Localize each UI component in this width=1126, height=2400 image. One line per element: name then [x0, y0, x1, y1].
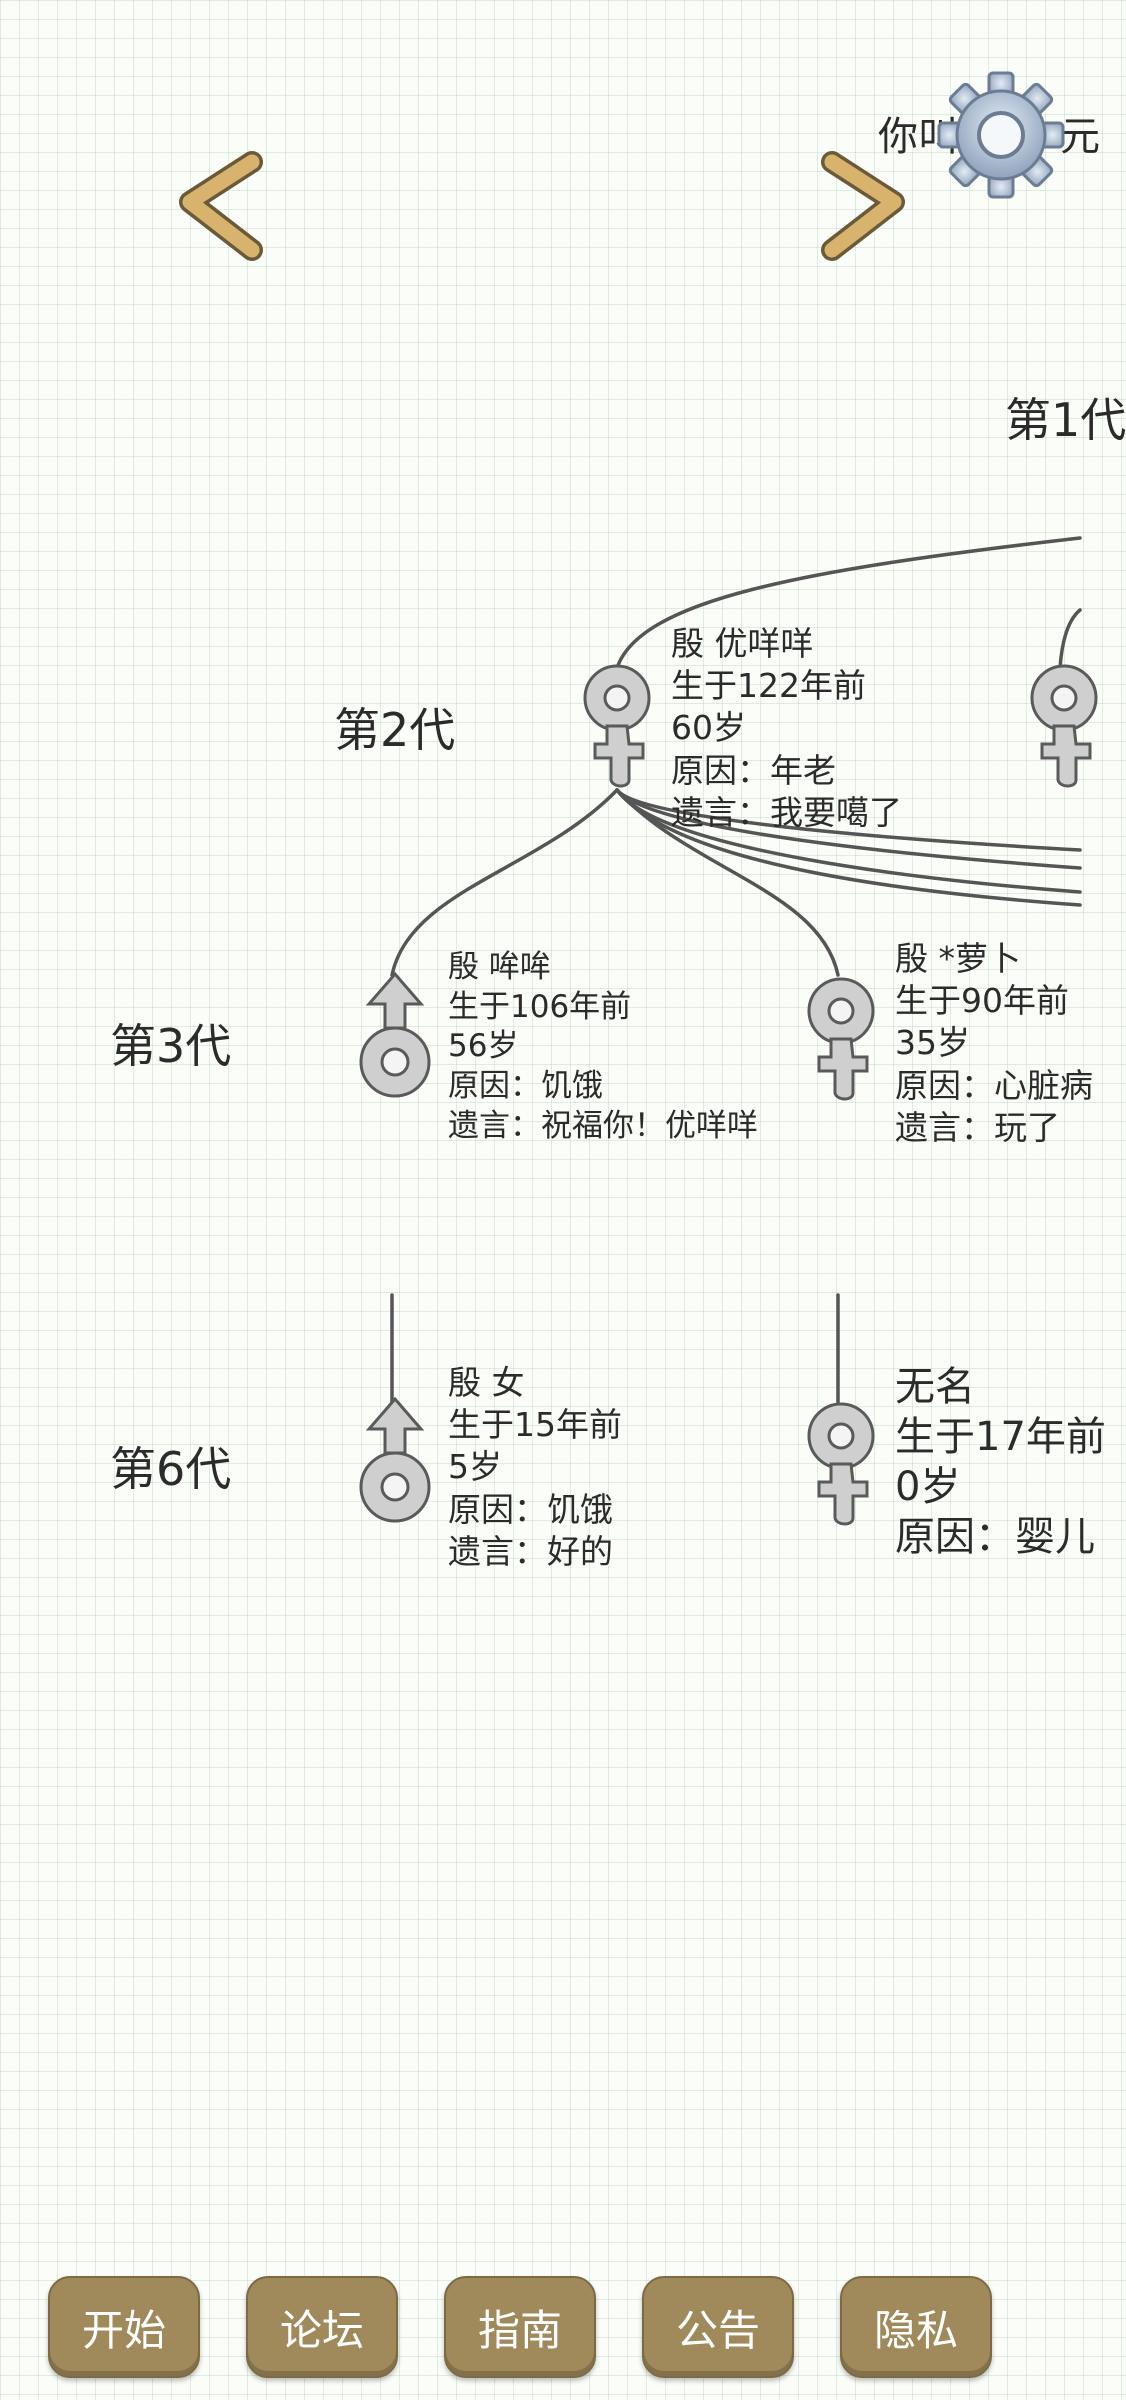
person-name: 殷 女	[448, 1363, 525, 1402]
person-info: 殷 女 生于15年前 5岁 原因：饥饿 遗言：好的	[448, 1362, 622, 1573]
person-born: 生于15年前	[448, 1405, 622, 1445]
bottom-nav: 开始 论坛 指南 公告 隐私	[0, 2270, 1080, 2380]
female-icon	[1030, 664, 1098, 788]
forum-button[interactable]: 论坛	[246, 2276, 398, 2378]
female-icon	[807, 1402, 875, 1526]
family-tree-links	[390, 536, 1082, 1407]
person-info: 殷 哞哞 生于106年前 56岁 原因：饥饿 遗言：祝福你！优咩咩	[448, 948, 758, 1146]
person-age: 5岁	[448, 1447, 502, 1487]
person-cause: 原因：婴儿	[895, 1514, 1095, 1560]
next-page-button[interactable]	[812, 150, 912, 261]
gear-icon	[937, 71, 1065, 199]
generation-label-2: 第2代	[334, 703, 456, 757]
person-age: 0岁	[895, 1464, 961, 1510]
female-person-node[interactable]	[801, 1400, 881, 1530]
guide-button[interactable]: 指南	[444, 2276, 596, 2378]
generation-label-1: 第1代	[1005, 393, 1126, 447]
person-age: 35岁	[895, 1023, 970, 1063]
generation-label-3: 第3代	[110, 1019, 232, 1073]
chevron-right-icon	[821, 151, 905, 261]
person-born: 生于90年前	[895, 981, 1069, 1021]
privacy-button[interactable]: 隐私	[840, 2276, 992, 2378]
chevron-left-icon	[179, 151, 263, 261]
person-cause: 原因：年老	[671, 750, 836, 790]
female-person-node[interactable]	[577, 662, 657, 792]
person-last-words: 遗言：祝福你！优咩咩	[448, 1107, 758, 1144]
person-name: 无名	[895, 1364, 975, 1410]
person-born: 生于122年前	[671, 666, 866, 706]
female-person-node[interactable]	[801, 975, 881, 1105]
person-age: 56岁	[448, 1028, 519, 1065]
person-age: 60岁	[671, 708, 746, 748]
male-icon	[359, 971, 431, 1098]
page-title-tail: 元	[1060, 114, 1100, 160]
female-person-node-partial[interactable]	[1024, 662, 1104, 792]
person-cause: 原因：饥饿	[448, 1489, 613, 1529]
person-born: 生于17年前	[895, 1414, 1106, 1460]
male-person-node[interactable]	[355, 970, 435, 1100]
generation-label-6: 第6代	[110, 1442, 232, 1496]
start-button[interactable]: 开始	[48, 2276, 200, 2378]
person-last-words: 遗言：好的	[448, 1531, 613, 1571]
male-icon	[359, 1396, 431, 1523]
male-person-node[interactable]	[355, 1395, 435, 1525]
person-name: 殷 哞哞	[448, 949, 551, 985]
person-cause: 原因：心脏病	[895, 1065, 1093, 1105]
person-name: 殷 *萝卜	[895, 939, 1021, 978]
female-icon	[807, 977, 875, 1101]
previous-page-button[interactable]	[172, 150, 272, 261]
female-icon	[583, 664, 651, 788]
person-info: 无名 生于17年前 0岁 原因：婴儿	[895, 1362, 1106, 1562]
person-info: 殷 *萝卜 生于90年前 35岁 原因：心脏病 遗言：玩了	[895, 938, 1093, 1149]
person-name: 殷 优咩咩	[671, 624, 814, 663]
person-cause: 原因：饥饿	[448, 1068, 603, 1105]
person-born: 生于106年前	[448, 988, 632, 1025]
person-last-words: 遗言：玩了	[895, 1107, 1060, 1147]
person-info: 殷 优咩咩 生于122年前 60岁 原因：年老 遗言：我要噶了	[671, 623, 902, 834]
person-last-words: 遗言：我要噶了	[671, 792, 902, 832]
notice-button[interactable]: 公告	[642, 2276, 794, 2378]
settings-button[interactable]	[936, 70, 1066, 200]
